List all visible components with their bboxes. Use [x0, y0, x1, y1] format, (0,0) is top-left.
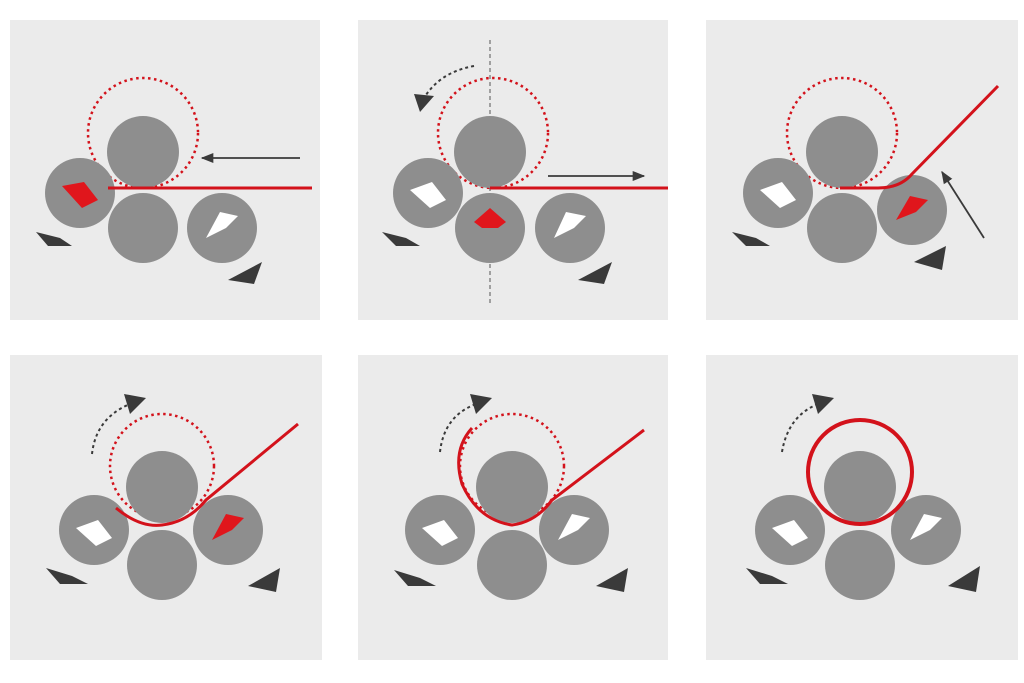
left-roll-marker-icon [760, 182, 796, 208]
workpiece [457, 426, 645, 527]
right-roll-marker-icon [206, 212, 238, 238]
left-roll-marker-icon [410, 182, 446, 208]
bottom-roll-active-marker-icon [474, 208, 506, 228]
top-roll [107, 116, 179, 188]
right-adjust-arrow-icon [578, 262, 612, 284]
top-roll [806, 116, 878, 188]
rotation-arrow-icon [423, 65, 475, 99]
workpiece [115, 422, 299, 527]
bottom-roll [127, 530, 197, 600]
bottom-roll [807, 193, 877, 263]
right-adjust-arrow-icon [914, 246, 946, 270]
left-adjust-arrow-icon [746, 568, 788, 584]
right-adjust-arrow-icon [596, 568, 628, 592]
panel-step-5 [358, 355, 668, 660]
bottom-roll [477, 530, 547, 600]
rotation-arrow-head-icon [124, 394, 146, 414]
left-roll-marker-icon [422, 520, 458, 546]
panel-step-1 [10, 20, 320, 320]
top-roll [476, 451, 548, 523]
right-roll-active-marker-icon [212, 514, 244, 540]
panel-step-2 [358, 20, 668, 320]
right-adjust-arrow-icon [228, 262, 262, 284]
rotation-arrow-icon [91, 403, 131, 455]
right-adjust-arrow-icon [948, 566, 980, 592]
bottom-roll [825, 530, 895, 600]
rotation-arrow-head-icon [812, 394, 834, 414]
raise-direction-arrow-icon [941, 170, 985, 239]
right-roll-marker-icon [558, 514, 590, 540]
bend-path-outline [108, 412, 216, 520]
left-adjust-arrow-icon [36, 232, 72, 246]
rotation-arrow-head-icon [470, 394, 492, 414]
left-adjust-arrow-icon [46, 568, 88, 584]
rotation-arrow-icon [781, 403, 819, 453]
top-roll [454, 116, 526, 188]
left-adjust-arrow-icon [382, 232, 420, 246]
left-roll-active-marker-icon [62, 182, 98, 208]
right-roll-marker-icon [910, 514, 942, 540]
right-roll-marker-icon [554, 212, 586, 238]
panel-step-6 [706, 355, 1018, 660]
bottom-roll [108, 193, 178, 263]
left-roll-marker-icon [772, 520, 808, 546]
left-adjust-arrow-icon [732, 232, 770, 246]
workpiece [840, 84, 1000, 190]
right-roll-active-marker-icon [896, 196, 928, 220]
rolled-ring-workpiece [806, 418, 914, 526]
top-roll [126, 451, 198, 523]
rotation-arrow-icon [439, 403, 477, 453]
panel-step-4 [10, 355, 322, 660]
right-adjust-arrow-icon [248, 568, 280, 592]
panel-step-3 [706, 20, 1018, 320]
left-adjust-arrow-icon [394, 570, 436, 586]
rotation-arrow-head-icon [414, 94, 434, 112]
left-roll-marker-icon [76, 520, 112, 546]
top-roll [824, 451, 896, 523]
